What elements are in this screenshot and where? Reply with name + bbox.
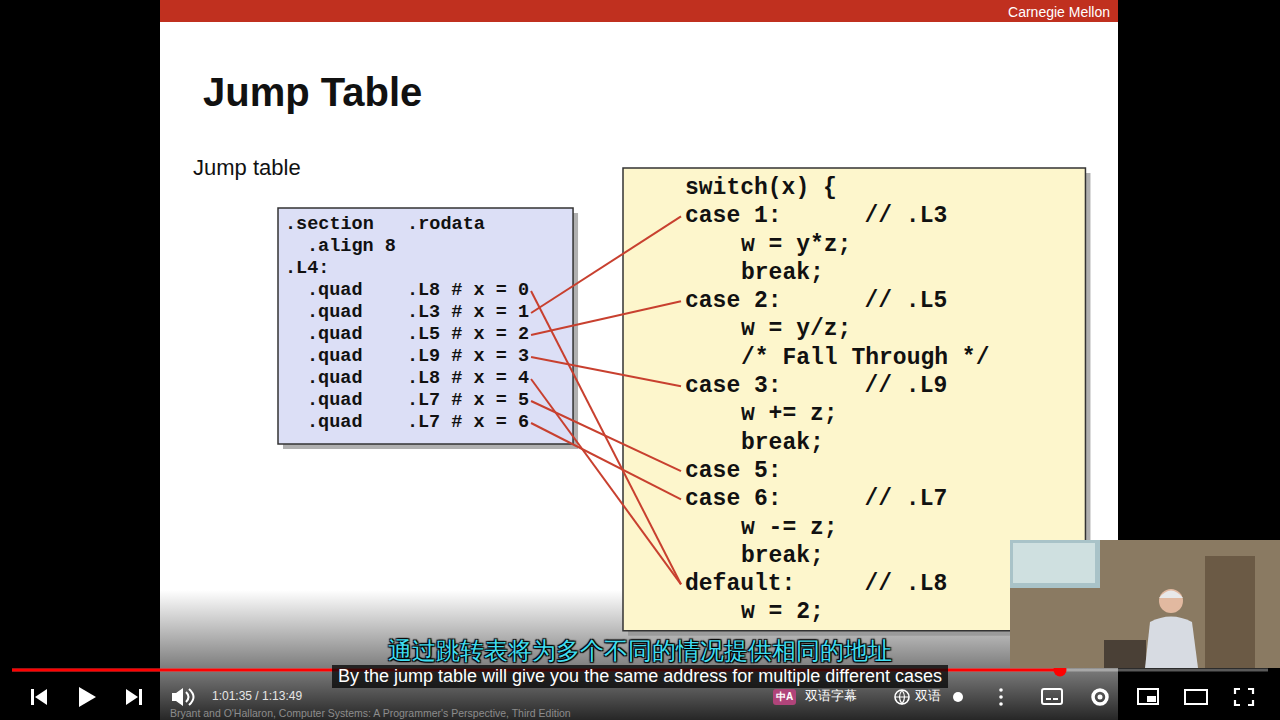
jump-link	[531, 216, 681, 313]
institution-name: Carnegie Mellon	[1008, 4, 1110, 20]
code-line: case 3: // .L9	[685, 372, 947, 400]
language-toggle: 双语	[915, 689, 941, 704]
box-fill	[278, 208, 573, 444]
code-line: break;	[741, 259, 824, 287]
table-entry: .quad .L3 # x = 1	[307, 302, 531, 324]
code-line: w -= z;	[741, 514, 838, 542]
code-line: .align 8	[307, 236, 396, 258]
video-time: 1:01:35 / 1:13:49	[212, 690, 302, 704]
table-entry: .quad .L9 # x = 3	[307, 346, 531, 368]
code-line: .quad .L8 # x = 4	[307, 368, 529, 390]
code-line: .quad .L9 # x = 3	[307, 346, 529, 368]
code-line: w = 2;	[741, 598, 824, 626]
box-outline	[278, 208, 578, 449]
table-entry: .quad .L7 # x = 5	[307, 390, 531, 412]
code-line: .quad .L5 # x = 2	[307, 324, 529, 346]
code-line: .section .rodata	[285, 214, 485, 236]
player-controls	[31, 687, 1253, 707]
switch-code-box: switch(x) {case 1: // .L3w = y*z;break;c…	[623, 168, 1085, 631]
code-line: .quad .L7 # x = 5	[307, 390, 529, 412]
table-entry: .quad .L8 # x = 0	[307, 280, 531, 302]
case-block: case 1: // .L3w = y*z;break;	[681, 202, 947, 287]
case-block: case 5:	[681, 457, 782, 485]
translate-icon: 中A	[773, 689, 796, 705]
jump-link	[531, 301, 681, 335]
code-line: w += z;	[741, 400, 838, 428]
code-line: case 1: // .L3	[685, 202, 947, 230]
caption-toggle: 双语字幕	[805, 689, 857, 704]
slide-subheading: Jump table	[193, 155, 301, 180]
case-block: case 6: // .L7w -= z;break;	[681, 485, 947, 570]
code-line: break;	[741, 542, 824, 570]
code-line: default: // .L8	[685, 570, 947, 598]
code-line: break;	[741, 429, 824, 457]
code-line: .quad .L8 # x = 0	[307, 280, 529, 302]
table-entry: .quad .L8 # x = 4	[307, 368, 531, 390]
jump-link	[531, 423, 681, 499]
case-block: case 2: // .L5w = y/z;/* Fall Through */	[681, 287, 989, 372]
english-subtitle: By the jump table will give you the same…	[332, 665, 948, 688]
code-line: .L4:	[285, 258, 329, 280]
code-line: case 2: // .L5	[685, 287, 947, 315]
code-line: .quad .L3 # x = 1	[307, 302, 529, 324]
code-line: w = y/z;	[741, 315, 851, 343]
table-entry: .quad .L7 # x = 6	[307, 412, 531, 434]
table-entry: .quad .L5 # x = 2	[307, 324, 531, 346]
case-block: default: // .L8w = 2;	[681, 570, 947, 627]
code-line: w = y*z;	[741, 231, 851, 259]
code-line: switch(x) {	[685, 174, 837, 202]
code-line: /* Fall Through */	[741, 344, 989, 372]
slide-footer: Bryant and O'Hallaron, Computer Systems:…	[170, 707, 571, 719]
jump-link	[531, 357, 681, 386]
jump-link	[531, 379, 681, 584]
header-bar	[160, 0, 1118, 22]
jump-table-box: .section .rodata.align 8.L4:.quad .L8 # …	[278, 208, 573, 444]
code-line: .quad .L7 # x = 6	[307, 412, 529, 434]
jump-link	[531, 291, 681, 584]
slide-title: Jump Table	[203, 70, 422, 114]
chinese-subtitle: 通过跳转表将为多个不同的情况提供相同的地址	[388, 639, 892, 663]
code-line: case 6: // .L7	[685, 485, 947, 513]
case-block: case 3: // .L9w += z;break;	[681, 372, 947, 457]
code-line: case 5:	[685, 457, 782, 485]
